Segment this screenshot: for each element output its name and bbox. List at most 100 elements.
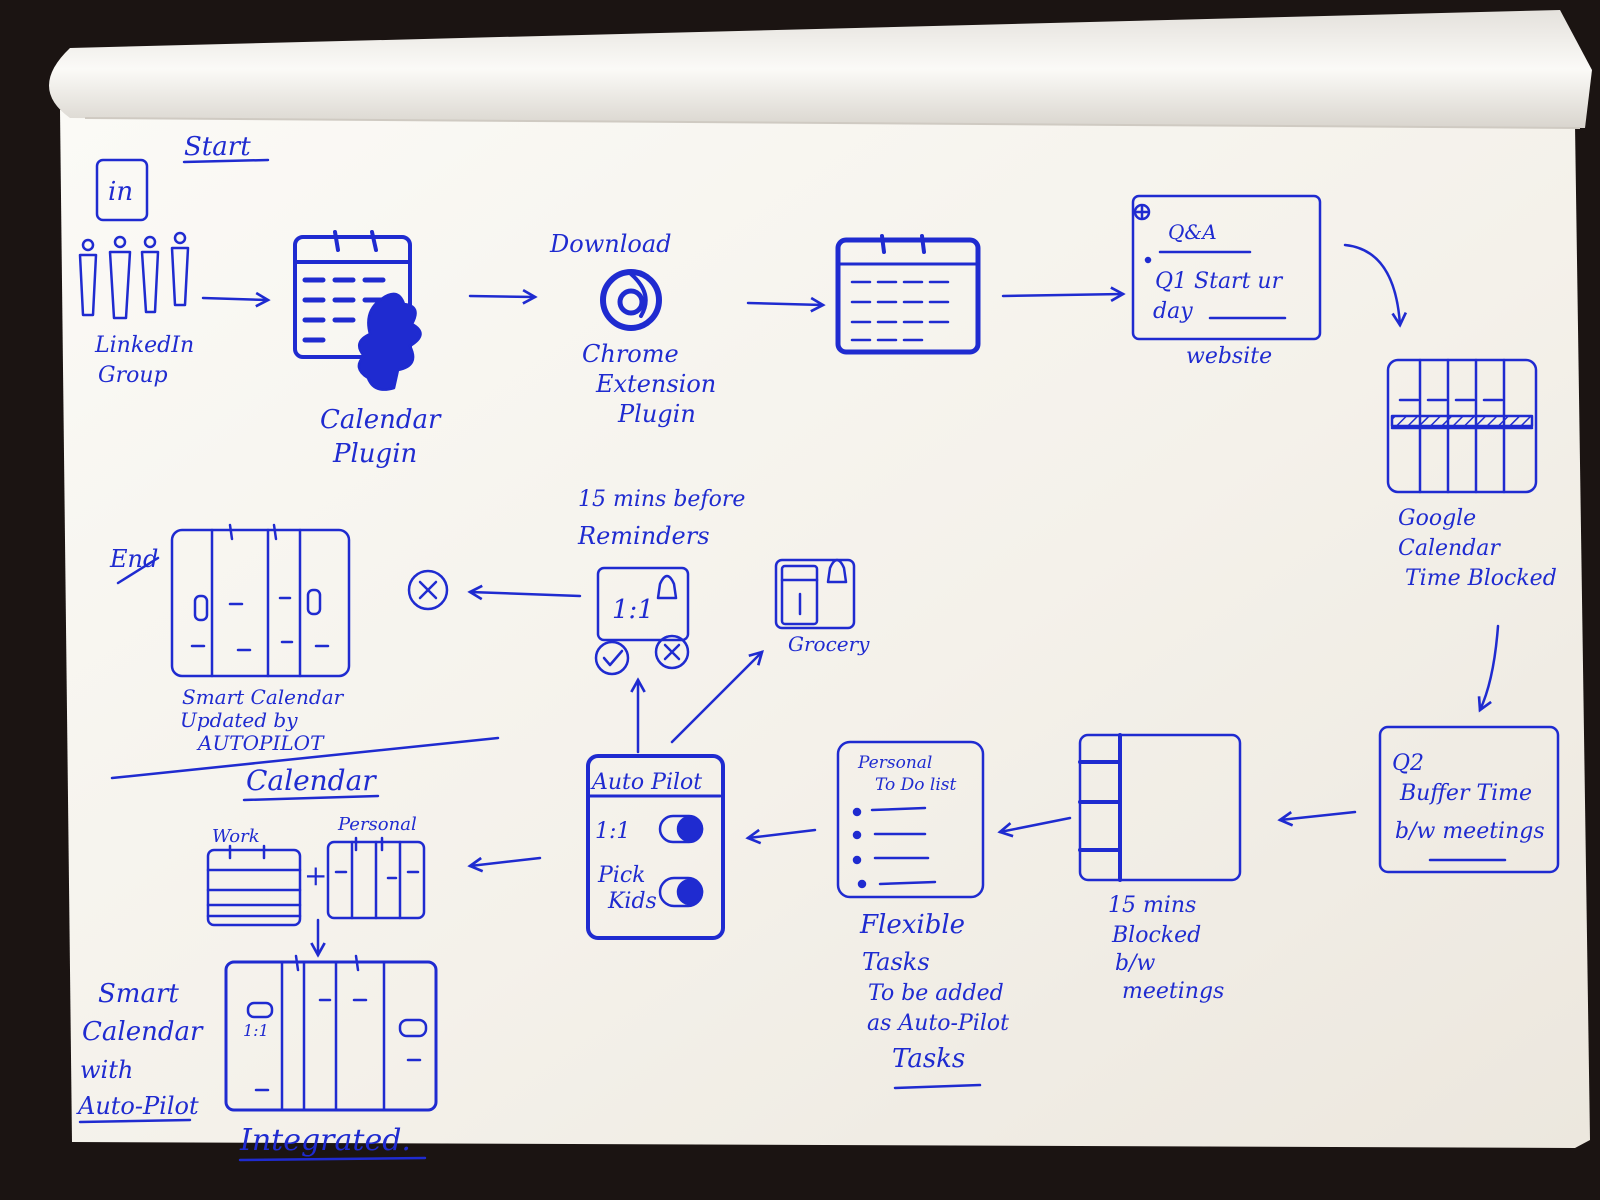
grocery-bag-icon [780, 564, 819, 626]
flexible-label-line1: Flexible [859, 910, 965, 940]
end-underline [116, 556, 160, 585]
linkedin-group-label-line2: Group [98, 363, 168, 388]
q2-text-line3: b/w meetings [1395, 819, 1545, 844]
q2-text-line2: Buffer Time [1399, 781, 1532, 806]
chrome-extension-node: Download Chrome Extension Plugin [549, 230, 716, 428]
arrow-autopilot-to-grocery [670, 652, 762, 744]
autopilot-row2-label-line2: Kids [607, 889, 657, 914]
event-pill [398, 1018, 428, 1038]
arrow-website-to-google [1343, 243, 1400, 325]
calendar-heading-underline [242, 794, 380, 802]
smart-updated-label-line3: AUTOPILOT [196, 731, 325, 755]
todo-list-node: Personal To Do list Flexible Tasks To be… [836, 740, 1009, 1090]
linkedin-badge-text: in [108, 177, 133, 207]
autopilot-title: Auto Pilot [590, 770, 702, 795]
calendar-heading: Calendar [246, 764, 377, 797]
google-label-line3: Time Blocked [1405, 566, 1557, 591]
chrome-label-line2: Extension [595, 370, 716, 398]
reminder-card-text: 1:1 [612, 595, 654, 625]
autopilot-row1-label: 1:1 [595, 819, 630, 844]
todo-title-line1: Personal [857, 753, 932, 773]
bell-icon [656, 574, 678, 600]
smart-calendar-icon [170, 528, 351, 678]
grocery-label: Grocery [788, 632, 870, 656]
puzzle-piece-icon [357, 292, 422, 391]
arrow-linkedin-to-plugin [201, 298, 268, 300]
website-frame [1131, 194, 1322, 341]
smart-autopilot-label-line3: with [80, 1056, 133, 1084]
blocked-label-line4: meetings [1122, 979, 1224, 1004]
arrow-reminder-to-dismiss [470, 592, 582, 596]
decline-icon [654, 634, 690, 670]
blocked-label-line2: Blocked [1111, 923, 1201, 948]
linkedin-group-node: in LinkedIn Group [78, 158, 194, 388]
todo-bullets [852, 806, 937, 889]
smart-calendar-updated-node: Smart Calendar Updated by AUTOPILOT [170, 523, 351, 755]
event-pill [193, 594, 209, 622]
website-label: website [1186, 344, 1272, 369]
reminder-node: 15 mins before Reminders 1:1 [577, 487, 745, 676]
q1-text-line1: Q1 Start ur [1155, 269, 1284, 294]
start-label: Start [184, 132, 251, 162]
arrow-autopilot-to-calendar [470, 856, 542, 866]
google-calendar-icon [1386, 358, 1538, 494]
calendar-icon [293, 235, 412, 359]
autopilot-panel [586, 754, 725, 940]
smart-updated-label-line2: Updated by [180, 708, 298, 732]
linkedin-group-label-line1: LinkedIn [94, 333, 194, 358]
work-calendar-icon [206, 848, 302, 927]
linkedin-badge-icon [95, 158, 149, 222]
grocery-card [774, 558, 856, 630]
bell-icon [826, 558, 848, 584]
paper-roll [49, 10, 1592, 128]
work-label: Work [212, 826, 260, 847]
download-label: Download [549, 230, 672, 258]
blocked-label-line1: 15 mins [1108, 893, 1196, 918]
blocked-label-line3: b/w [1115, 951, 1155, 976]
flexible-label-line3: To be added [868, 981, 1004, 1006]
arrow-chrome-to-calendar [746, 303, 823, 305]
calendar-plugin-label-line2: Plugin [332, 439, 417, 469]
arrow-blocked-to-todo [1000, 816, 1072, 832]
arrow-q2-to-blocked [1280, 810, 1357, 820]
arrow-todo-to-autopilot [748, 828, 817, 838]
smart-autopilot-label-line2: Calendar [82, 1017, 204, 1047]
chrome-label-line1: Chrome [582, 340, 679, 368]
chrome-label-line3: Plugin [617, 400, 696, 428]
todo-list-frame [836, 740, 985, 899]
arrow-plugin-to-chrome [468, 296, 535, 297]
start-underline [182, 158, 270, 164]
event-pill [246, 1001, 274, 1019]
flexible-label-line2: Tasks [862, 948, 930, 976]
q2-frame [1378, 725, 1560, 874]
accept-icon [594, 640, 630, 676]
dismiss-icon [407, 569, 449, 611]
reminder-card [596, 566, 690, 642]
autopilot-row2-label-line1: Pick [597, 863, 646, 888]
integrated-calendar-icon [224, 960, 438, 1112]
arrow-calendar-to-website [1001, 294, 1123, 296]
todo-title-line2: To Do list [875, 775, 957, 795]
blocked-calendar-icon [1078, 733, 1242, 882]
flexible-label-line4: as Auto-Pilot [867, 1011, 1009, 1036]
reminder-label-line1: 15 mins before [578, 487, 745, 512]
google-label-line2: Calendar [1398, 536, 1501, 561]
smart-updated-label-line1: Smart Calendar [182, 685, 345, 709]
paper-sheet [49, 10, 1592, 1148]
google-calendar-node: Google Calendar Time Blocked [1386, 358, 1557, 591]
website-node: Q&A Q1 Start ur day website [1131, 194, 1322, 369]
qa-label: Q&A [1168, 220, 1217, 244]
arrow-google-to-q2 [1480, 624, 1500, 710]
q2-text-line1: Q2 [1392, 751, 1424, 776]
calendar-node [835, 234, 981, 355]
browser-icon [1133, 203, 1151, 221]
integrated-calendar-node: 1:1 Smart Calendar with Auto-Pilot Integ… [76, 954, 438, 1162]
integrated-event-label: 1:1 [243, 1021, 269, 1040]
q1-text-line2: day [1153, 299, 1193, 324]
time-block-bar [1390, 414, 1534, 428]
section-divider [110, 736, 500, 780]
calendar-icon [835, 237, 981, 355]
end-label: End [109, 545, 158, 573]
calendar-plugin-node: Calendar Plugin [293, 230, 442, 469]
